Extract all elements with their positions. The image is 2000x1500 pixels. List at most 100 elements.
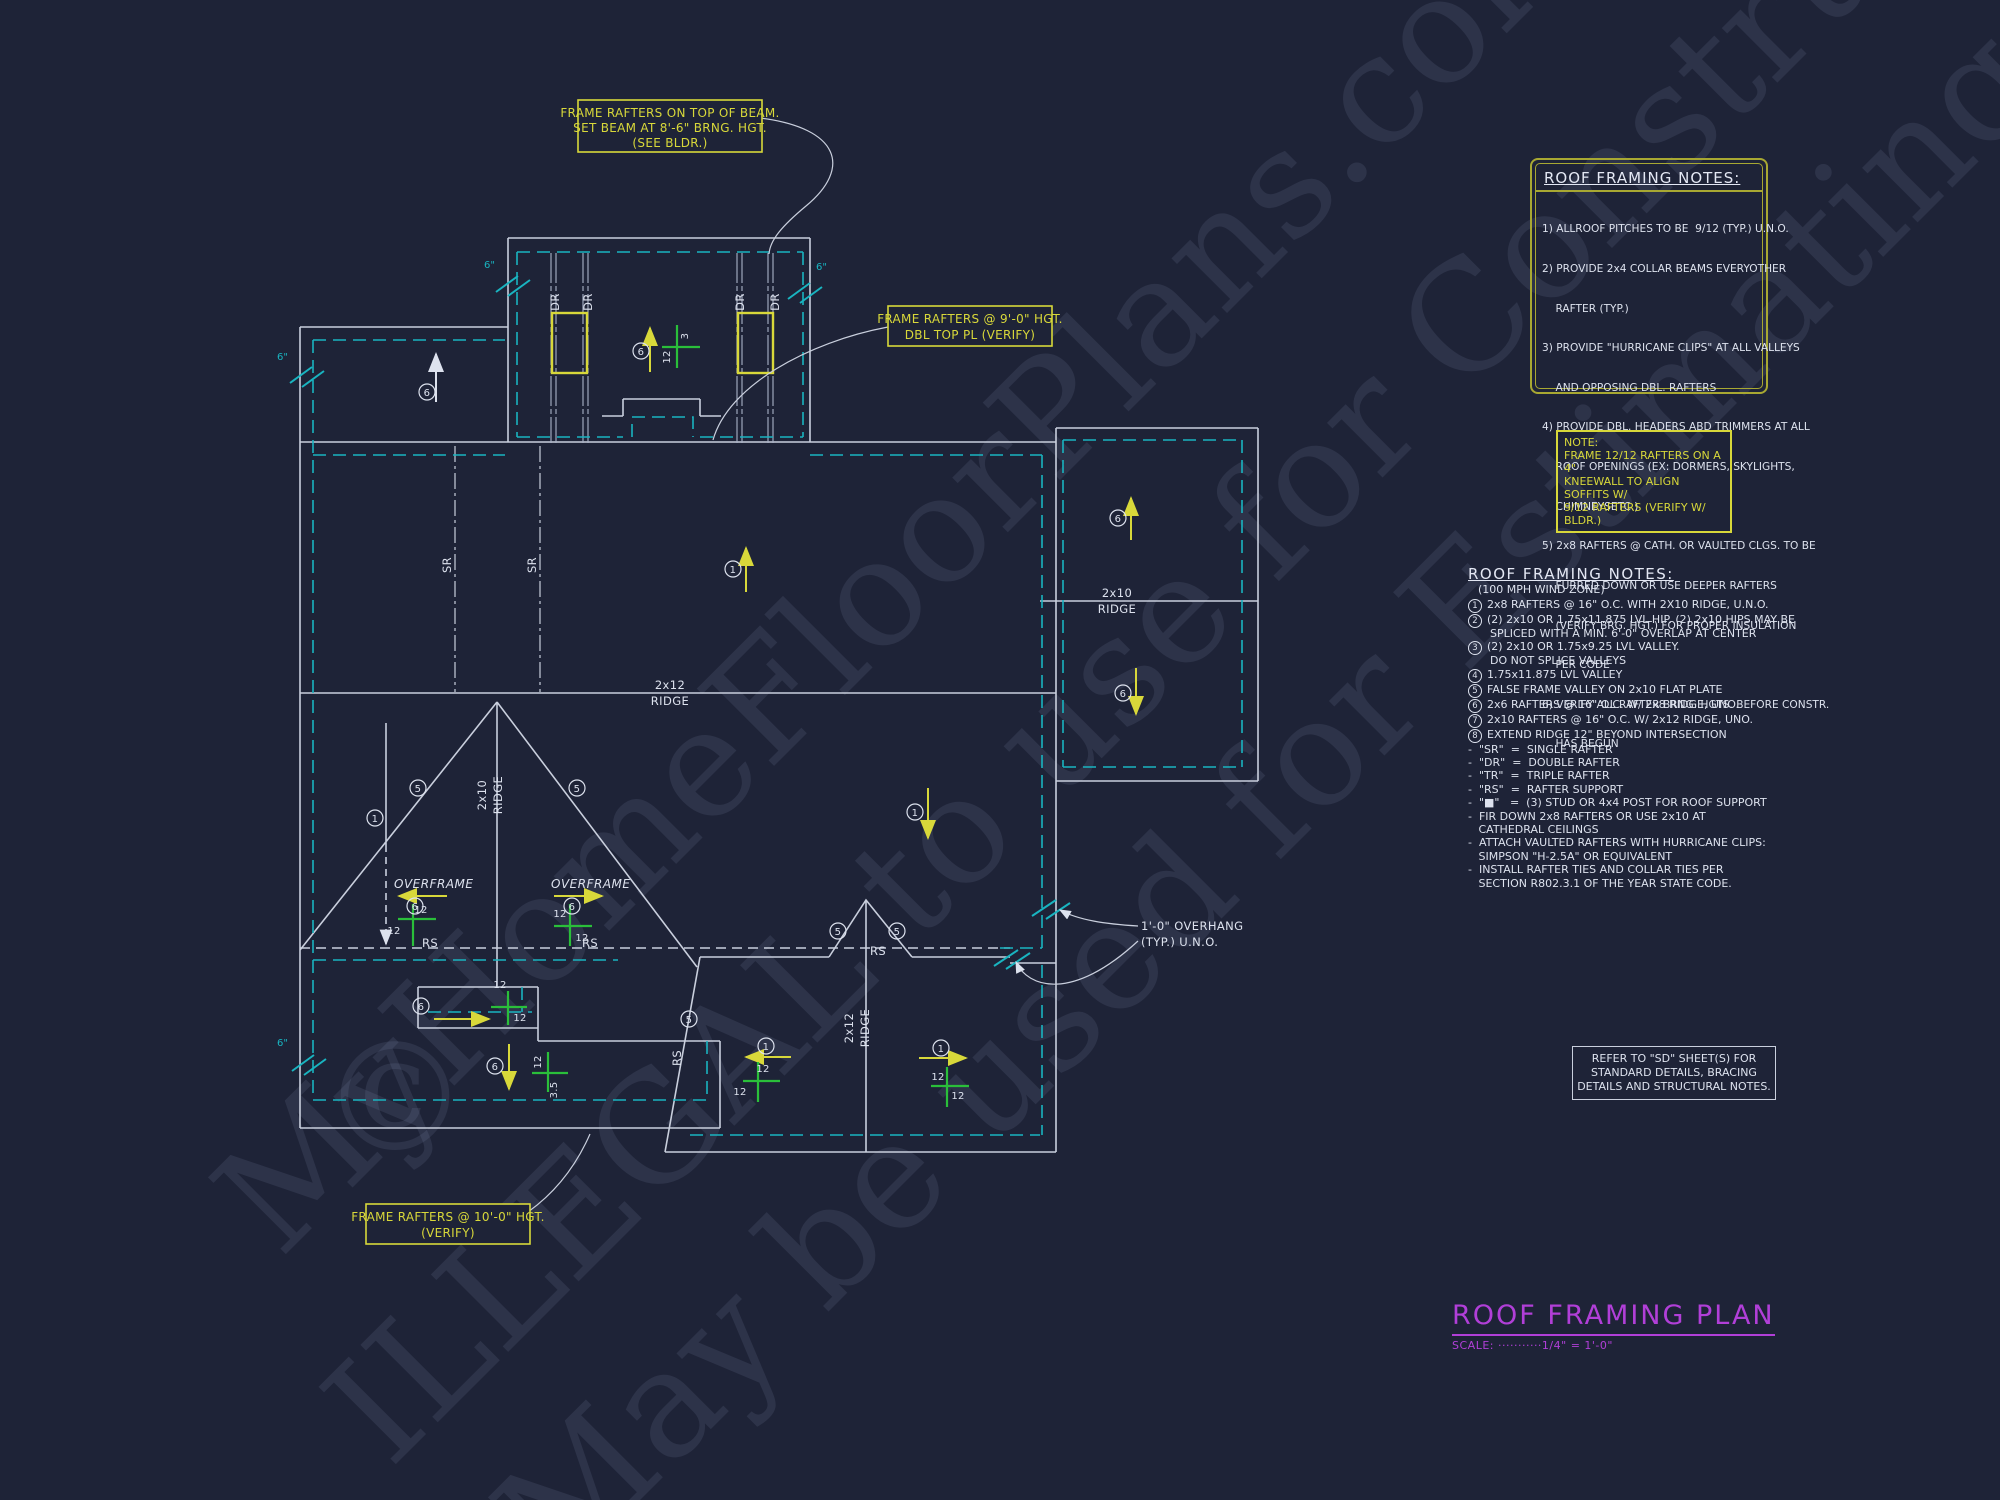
note-line: 2x8 RAFTERS @ 16" O.C. WITH 2X10 RIDGE, … <box>1487 597 1769 611</box>
keynote-number: 6 <box>412 902 419 913</box>
framing-note-item: 4 1.75x11.875 LVL VALLEY <box>1468 667 1798 683</box>
keynote-number: 6 <box>569 902 576 913</box>
roof-opening-box <box>736 311 775 375</box>
note-line: DO NOT SPLICE VALLEYS <box>1490 654 1627 668</box>
pitch-value: 12 <box>733 1087 746 1098</box>
keynote-number: 3 <box>1468 641 1482 656</box>
keynote-number: 1 <box>1468 598 1482 613</box>
pitch-value: 12 <box>951 1091 964 1102</box>
sheet-title-block: ROOF FRAMING PLAN SCALE: ···········1/4"… <box>1452 1300 1775 1352</box>
single-rafter-label: SR <box>525 557 539 573</box>
ridge-size-label: 2x12 <box>655 678 685 692</box>
ridge-word-label: RIDGE <box>491 776 505 814</box>
roof-framing-notes-box: ROOF FRAMING NOTES: 1) ALLROOF PITCHES T… <box>1530 158 1829 750</box>
note-line: EXTEND RIDGE 12" BEYOND INTERSECTION <box>1487 727 1727 741</box>
keynote-number: 7 <box>1468 713 1482 728</box>
notes-box-inner-border: ROOF FRAMING NOTES: 1) ALLROOF PITCHES T… <box>1535 163 1829 750</box>
keynote-number: 2 <box>1468 613 1482 628</box>
note-line: 2) PROVIDE 2x4 COLLAR BEAMS EVERYOTHER <box>1542 263 1787 276</box>
eave-dim-label: 6" <box>277 352 288 363</box>
note-line: SIMPSON "H-2.5A" OR EQUIVALENT <box>1468 849 1673 863</box>
pitch-value: 12 <box>513 1013 526 1024</box>
keynote: 1 <box>932 1039 950 1057</box>
pitch-value: 12 <box>931 1072 944 1083</box>
leader <box>1058 909 1139 927</box>
pitch-cross-lines <box>398 325 969 1107</box>
notes-box-title-text: ROOF FRAMING NOTES: <box>1544 169 1741 187</box>
note-line: 6) VERIFY ALL RAFTER BRNG. HGTS. BEFORE … <box>1542 698 1830 711</box>
note-line: 1.75x11.875 LVL VALLEY <box>1487 667 1623 681</box>
pitch-value: 3 <box>680 333 691 340</box>
keynote: 6 <box>486 1057 504 1075</box>
pitch-symbols <box>398 325 969 1107</box>
keynote-number: 5 <box>1468 683 1482 698</box>
framing-notes-subtitle: (100 MPH WIND ZONE) <box>1478 583 1605 597</box>
sheet-title: ROOF FRAMING PLAN <box>1452 1300 1775 1336</box>
note-line: - ATTACH VAULTED RAFTERS WITH HURRICANE … <box>1468 836 1766 850</box>
note-line: 9/12 RAFTERS (VERIFY W/ BLDR.) <box>1564 501 1706 527</box>
rafter-support-label: RS <box>422 936 438 950</box>
callout-box <box>365 1203 531 1245</box>
notes-box-lines: 1) ALLROOF PITCHES TO BE 9/12 (TYP.) U.N… <box>1536 192 1830 783</box>
callout-text: (SEE BLDR.) <box>632 136 707 150</box>
note-line: - INSTALL RAFTER TIES AND COLLAR TIES PE… <box>1468 863 1724 877</box>
note-line: SECTION R802.3.1 OF THE YEAR STATE CODE. <box>1468 876 1732 890</box>
double-rafter-label: DR <box>768 293 782 311</box>
leader <box>712 326 889 441</box>
callout-overhang: 1'-0" OVERHANG (TYP.) U.N.O. <box>1141 919 1243 949</box>
note-line: HAS BEGUN <box>1542 738 1619 751</box>
ridge-size-label: 2x10 <box>1102 586 1132 600</box>
eave-dim-label: 6" <box>816 262 827 273</box>
note-line: 3) PROVIDE "HURRICANE CLIPS" AT ALL VALL… <box>1542 342 1800 355</box>
keynote: 6 <box>1109 509 1127 527</box>
leader <box>759 117 834 255</box>
keynote-number: 5 <box>415 784 422 795</box>
note-line: FRAME 12/12 RAFTERS ON A 4" <box>1564 449 1721 475</box>
keynote-number: 1 <box>372 814 379 825</box>
keynote-number: 6 <box>638 347 645 358</box>
keynote: 5 <box>568 779 586 797</box>
keynote-number: 1 <box>938 1044 945 1055</box>
overframe-label: OVERFRAME <box>551 877 630 891</box>
note-line: ROOF OPENINGS (EX: DORMERS, SKYLIGHTS, <box>1542 461 1795 474</box>
callout-text: FRAME RAFTERS ON TOP OF BEAM. <box>560 106 779 120</box>
note-line: - "SR" = SINGLE RAFTER <box>1468 742 1613 756</box>
keynote: 1 <box>724 560 742 578</box>
keynote-number: 1 <box>912 808 919 819</box>
roof-opening-box <box>550 311 589 375</box>
ridge-word-label: RIDGE <box>1098 602 1136 616</box>
keynote: 1 <box>757 1037 775 1055</box>
pitch-value: 12 <box>533 1055 544 1068</box>
callout-text: (VERIFY) <box>421 1226 475 1240</box>
double-rafter-label: DR <box>581 293 595 311</box>
note-line: (2) 2x10 OR 1.75x11.875 LVL HIP. (2) 2x1… <box>1487 612 1795 626</box>
keynote: 6 <box>418 383 436 401</box>
keynote-number: 4 <box>1468 668 1482 683</box>
rafter-support-label: RS <box>870 944 886 958</box>
framing-note-item: 2 (2) 2x10 OR 1.75x11.875 LVL HIP. (2) 2x… <box>1468 612 1798 628</box>
keynote-number: 6 <box>418 1002 425 1013</box>
dimension-tick-marks <box>289 275 1071 1076</box>
keynote: 1 <box>906 803 924 821</box>
note-line: REFER TO "SD" SHEET(S) FOR <box>1591 1052 1757 1065</box>
single-rafter-lines <box>454 446 541 692</box>
framing-notes-title: ROOF FRAMING NOTES: <box>1468 565 1674 583</box>
pitch-value: 12 <box>553 909 566 920</box>
ridge-word-label: RIDGE <box>858 1009 872 1047</box>
pitch-value: 12 <box>493 980 506 991</box>
pitch-labels: 12 3 12 12 12 12 12 12 12 12 12 12 12 3.… <box>387 333 964 1102</box>
note-line: 5) 2x8 RAFTERS @ CATH. OR VAULTED CLGS. … <box>1542 540 1816 553</box>
callout-box <box>887 305 1053 347</box>
roof-outline-path <box>299 237 1259 1153</box>
keynote-number: 5 <box>835 927 842 938</box>
keynote: 6 <box>406 897 424 915</box>
note-line: SPLICED WITH A MIN. 6'-0" OVERLAP AT CEN… <box>1490 626 1757 640</box>
pitch-value: 3.5 <box>549 1082 560 1099</box>
note-line: (2) 2x10 OR 1.75x9.25 LVL VALLEY. <box>1487 640 1680 654</box>
slope-arrows <box>397 326 1144 1091</box>
keynote-number: 5 <box>894 927 901 938</box>
